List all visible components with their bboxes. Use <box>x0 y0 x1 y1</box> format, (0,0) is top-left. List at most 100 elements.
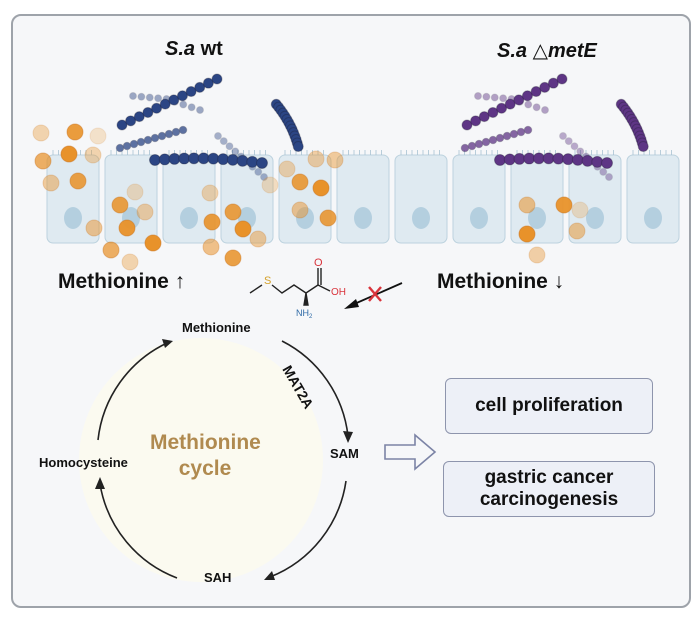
bacterium <box>256 157 268 169</box>
bacterium <box>176 90 188 102</box>
bacterium <box>211 73 223 85</box>
cycle-title-line1: Methionine <box>150 431 261 454</box>
methionine-particle <box>571 201 589 219</box>
bacteria-chain <box>149 152 268 169</box>
bacterium <box>481 137 491 147</box>
methionine-particle <box>69 172 87 190</box>
bacterium <box>137 92 146 101</box>
bacterium <box>219 137 228 146</box>
arc-homocysteine-to-methionine <box>97 342 168 441</box>
methionine-particle <box>126 183 144 201</box>
bacterium <box>496 102 508 114</box>
cycle-arrows <box>97 340 349 579</box>
methionine-particle <box>249 230 267 248</box>
bacterium <box>460 143 470 153</box>
bacteria-chain <box>461 73 568 131</box>
bacterium <box>495 133 505 143</box>
bacterium <box>142 106 154 118</box>
epithelial-cell <box>510 154 564 244</box>
arrowhead-icon <box>95 477 105 489</box>
bond-line <box>249 284 263 294</box>
cell-nucleus <box>586 207 604 229</box>
arrowhead-icon <box>264 571 275 580</box>
bacterium <box>168 94 180 106</box>
methionine-particle <box>291 173 309 191</box>
bacteria-chain <box>116 73 223 131</box>
methionine-particle <box>202 238 220 256</box>
methionine-particle <box>42 174 60 192</box>
bacterium <box>179 100 188 109</box>
bacterium <box>116 119 128 131</box>
bacterium <box>601 157 613 169</box>
bacterium <box>157 131 167 141</box>
red-x-icon <box>368 286 382 302</box>
oxygen-atom: O <box>314 257 323 269</box>
bacterium <box>576 147 585 156</box>
bacterium <box>143 135 153 145</box>
bacterium <box>559 132 567 140</box>
cycle-title-line2: cycle <box>178 457 232 480</box>
bacteria-chain <box>270 98 304 153</box>
bacterium <box>292 141 304 153</box>
bacterium <box>171 127 181 137</box>
methionine-particle <box>102 241 120 259</box>
bacterium <box>467 141 477 151</box>
methionine-particle <box>32 124 50 142</box>
bacterium <box>470 115 482 127</box>
methionine-particle <box>66 123 84 141</box>
cell-nucleus <box>528 207 546 229</box>
methionine-particle <box>89 127 107 145</box>
node-methionine: Methionine <box>182 320 251 335</box>
bacterium <box>541 106 549 114</box>
bacterium <box>556 73 568 85</box>
bacterium <box>474 92 482 100</box>
bacterium <box>478 111 490 123</box>
methionine-particle <box>528 246 546 264</box>
epithelial-cell-layer <box>46 150 680 244</box>
methionine-particle <box>136 203 154 221</box>
sulfur-atom: S <box>264 275 271 287</box>
bacterium <box>509 129 519 139</box>
bacterium <box>564 137 573 146</box>
methionine-particle <box>84 146 102 164</box>
bacterium <box>129 139 139 149</box>
bacterium <box>487 106 499 118</box>
bacteria-chain <box>494 152 613 169</box>
amine-group: NH2 <box>296 308 313 320</box>
bacterium <box>154 94 163 103</box>
wedge-bond <box>303 292 309 306</box>
bacterium <box>150 133 160 143</box>
epithelial-cell <box>394 154 448 244</box>
methionine-down-label: Methionine ↓ <box>437 270 565 293</box>
bacterium <box>202 77 214 89</box>
cell-nucleus <box>296 207 314 229</box>
methionine-particle <box>144 234 162 252</box>
bacteria-chain <box>115 125 188 153</box>
methionine-particle <box>326 151 344 169</box>
epithelial-cell <box>104 154 158 244</box>
methionine-particle <box>568 222 586 240</box>
bacterium <box>194 81 206 93</box>
cell-nucleus <box>180 207 198 229</box>
bacterium <box>637 141 649 153</box>
methionine-particle <box>121 253 139 271</box>
inhibited-transport-arrow <box>344 282 403 309</box>
bacterium <box>196 106 204 114</box>
bacterium <box>490 93 499 102</box>
methionine-particle <box>111 196 129 214</box>
outcome-cell-proliferation: cell proliferation <box>445 378 653 434</box>
arrowhead-icon <box>344 299 359 309</box>
bacterium <box>115 143 125 153</box>
node-sam: SAM <box>330 446 359 461</box>
bacterium <box>125 115 137 127</box>
bacterium <box>504 98 516 110</box>
cell-nucleus <box>644 207 662 229</box>
bacterium <box>521 90 533 102</box>
bacterium <box>488 135 498 145</box>
wt-panel-title: S.a wt <box>165 38 223 60</box>
bacterium <box>185 86 197 98</box>
bacterium <box>570 142 579 151</box>
bacterium <box>260 173 268 181</box>
arrowhead-icon <box>162 339 173 348</box>
